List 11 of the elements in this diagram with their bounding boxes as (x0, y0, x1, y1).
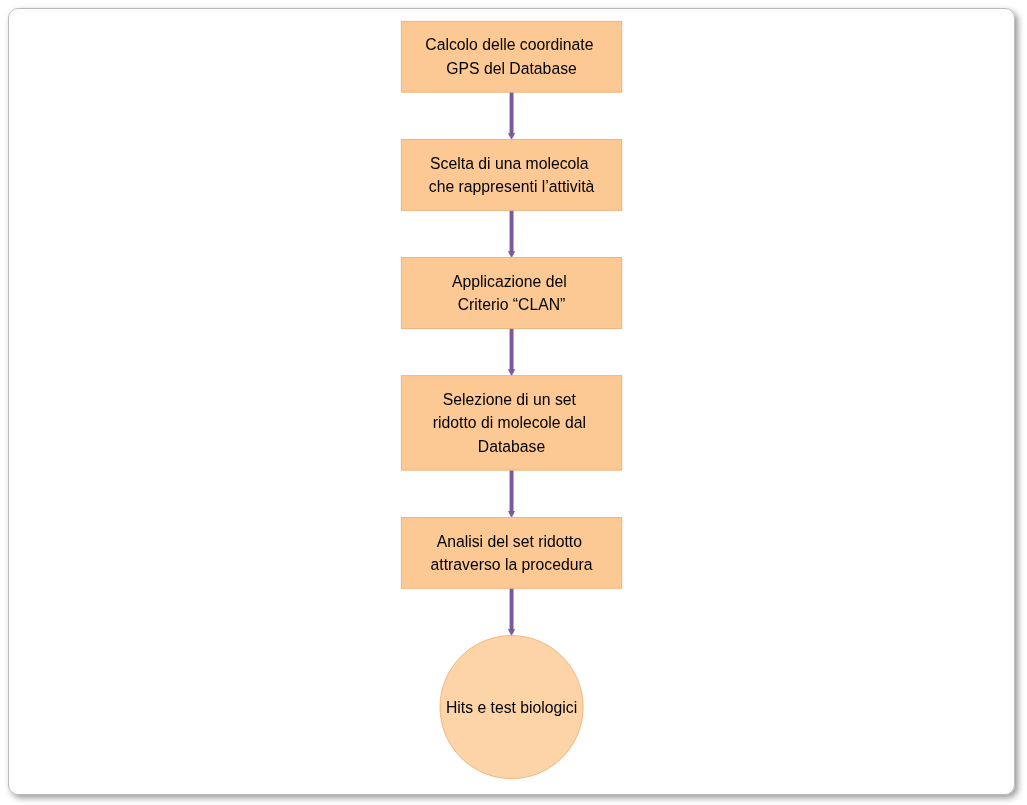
node-box: Scelta di una molecola che rappresenti l’attività (400, 138, 623, 211)
node-circle: Hits e test biologici (439, 634, 584, 779)
node-box: Selezione di un set ridotto di molecole dal Database (400, 374, 623, 471)
arrow (508, 469, 515, 518)
arrow (508, 327, 515, 376)
arrow (508, 587, 515, 636)
node-box: Analisi del set ridotto attraverso la procedura (400, 516, 623, 589)
arrow (508, 91, 515, 140)
node-box: Calcolo delle coordinate GPS del Database (400, 20, 623, 93)
node-box: Applicazione del Criterio “CLAN” (400, 256, 623, 329)
arrow (508, 209, 515, 258)
